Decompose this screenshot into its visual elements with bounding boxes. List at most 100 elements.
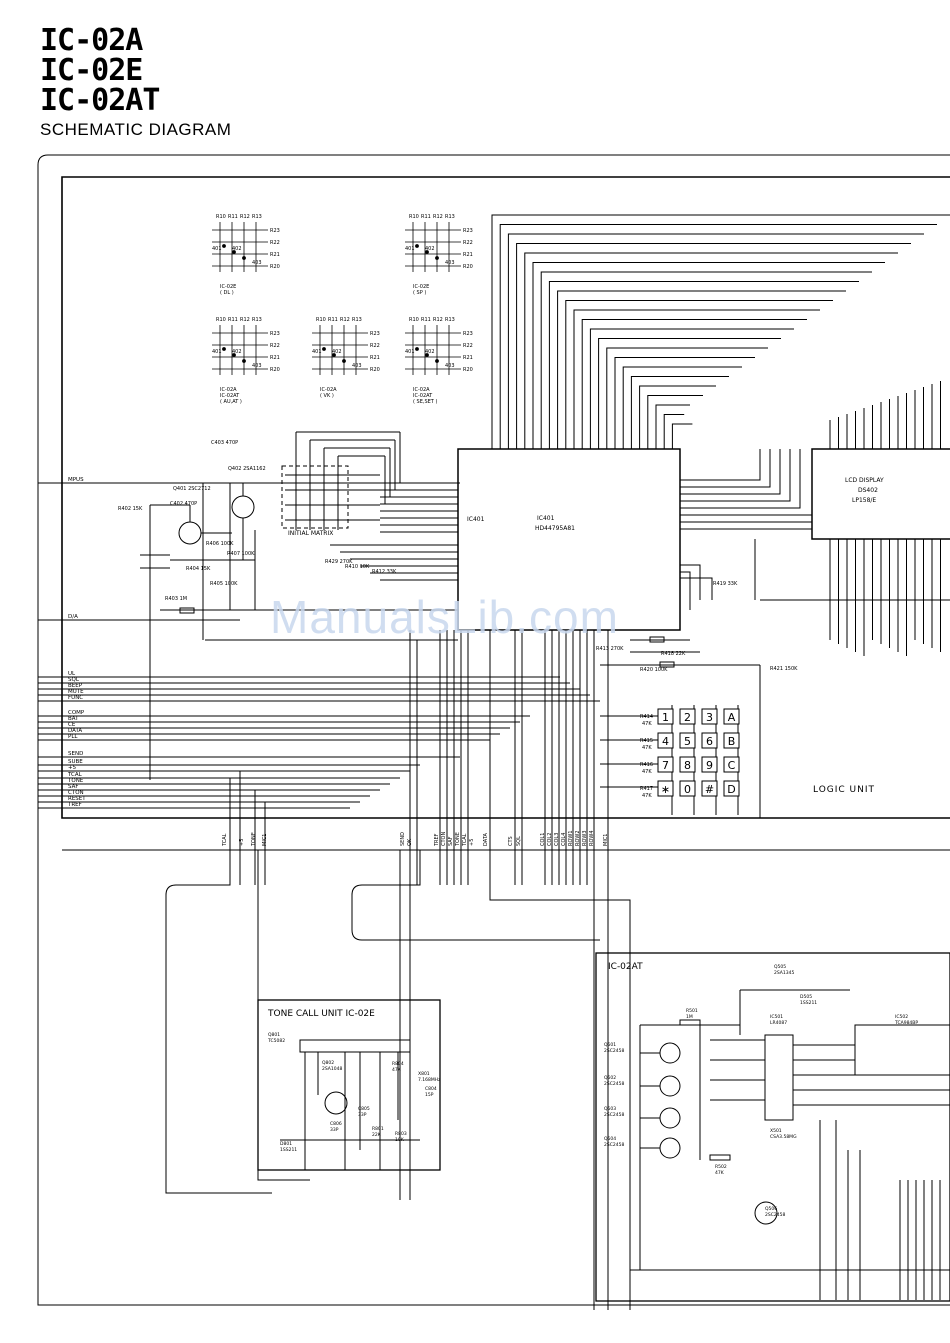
at-part-label: 1M xyxy=(686,1014,693,1020)
matrix-diode-label: 401 xyxy=(212,246,222,252)
bus-label: MIC1 xyxy=(262,834,268,846)
matrix-row-label: R22 xyxy=(370,343,380,349)
key-label: 5 xyxy=(684,735,691,748)
lcd-bottom-pins xyxy=(829,539,941,656)
signal-label-ul: UL xyxy=(68,671,76,677)
bus-label: ROW4 xyxy=(589,830,595,846)
signal-label-beep: BEEP xyxy=(68,683,83,689)
key-label: # xyxy=(705,783,714,796)
key-0 xyxy=(657,708,674,725)
matrix-variant: IC-02A xyxy=(413,387,430,393)
tone-part-label: 15P xyxy=(425,1092,434,1098)
keypad-resistor-ref: R417 xyxy=(640,786,653,792)
signal-label-comp: COMP xyxy=(68,710,85,716)
bus-trace xyxy=(663,414,685,449)
key-9 xyxy=(679,756,696,773)
key-label: 6 xyxy=(706,735,713,748)
matrix-row-label: R20 xyxy=(463,264,473,270)
outer-frame xyxy=(37,154,950,1306)
matrix-diode xyxy=(342,359,346,363)
lcd-part: LP158/E xyxy=(852,497,876,504)
bus-trace xyxy=(630,376,729,449)
bus-label: ROW2 xyxy=(575,830,581,846)
ic02at-unit-title: IC-02AT xyxy=(608,962,643,972)
signal-label-func: FUNC xyxy=(68,695,83,701)
part-r412: R412 33K xyxy=(372,569,397,575)
keypad-resistor-ref: R414 xyxy=(640,714,653,720)
tone-part-label: R801 xyxy=(372,1126,384,1132)
keypad-resistor-ref: R416 xyxy=(640,762,653,768)
at-part-label: 2SC2458 xyxy=(604,1142,624,1148)
matrix-row-label: R21 xyxy=(370,355,380,361)
bus-trace xyxy=(491,214,950,449)
bus-trace xyxy=(606,347,768,449)
matrix-row-label: R23 xyxy=(463,331,473,337)
signal-label-tcal: TCAL xyxy=(67,772,83,778)
signal-label-cton: CTON xyxy=(68,790,84,796)
model-title-2: IC-02E xyxy=(40,53,143,88)
bus-label: DATA xyxy=(483,833,489,846)
matrix-row-label: R20 xyxy=(370,367,380,373)
signal-label-da: D/A xyxy=(68,614,78,620)
lcd-display-body xyxy=(811,448,950,540)
bus-trace xyxy=(598,338,781,449)
bus-trace xyxy=(655,404,690,449)
matrix-diode xyxy=(435,359,439,363)
matrix-diode xyxy=(222,244,226,248)
ic401-ref: IC401 xyxy=(467,516,485,523)
key-label: 1 xyxy=(662,711,669,724)
at-part-label: 1SS211 xyxy=(800,1000,817,1006)
signal-label-pll: PLL xyxy=(68,734,78,740)
tone-part-label: 2SA1048 xyxy=(322,1066,342,1072)
bus-label: TREF xyxy=(434,833,440,847)
key-10 xyxy=(701,756,718,773)
matrix-col-label: R11 xyxy=(421,317,431,323)
bus-label: SQL xyxy=(516,836,522,846)
matrix-col-label: R12 xyxy=(433,317,443,323)
matrix-col-label: R10 xyxy=(409,214,419,220)
tone-part-label: R803 xyxy=(395,1131,407,1137)
at-part-label: 2SC2458 xyxy=(604,1081,624,1087)
key-label: 4 xyxy=(662,735,669,748)
bus-label: TCAL xyxy=(222,833,228,847)
initial-matrix-grid xyxy=(285,431,401,530)
matrix-variant: IC-02AT xyxy=(220,393,240,399)
key-label: 3 xyxy=(706,711,713,724)
matrix-option: ( AU,AT ) xyxy=(220,399,242,405)
matrix-diode-label: 401 xyxy=(312,349,322,355)
ic401-top-bus xyxy=(491,214,950,449)
tone-call-unit-box xyxy=(257,999,441,1171)
key-label: 8 xyxy=(684,759,691,772)
model-title-1: IC-02A xyxy=(40,23,143,58)
tone-part-label: 33P xyxy=(330,1127,339,1133)
at-part-label: Q506 xyxy=(765,1206,777,1212)
at-part-label: D505 xyxy=(800,994,812,1000)
signal-label-send: SEND xyxy=(68,751,83,757)
bus-trace xyxy=(622,366,742,449)
matrix-diode-label: 403 xyxy=(445,363,455,369)
matrix-diode-label: 403 xyxy=(252,260,262,266)
model-title-3: IC-02AT xyxy=(40,83,160,118)
tone-part-label: C804 xyxy=(425,1086,437,1092)
bus-trace xyxy=(548,281,859,449)
bus-trace xyxy=(589,328,794,449)
bus-trace xyxy=(557,290,846,449)
tone-part-label: C806 xyxy=(330,1121,342,1127)
matrix-col-label: R13 xyxy=(445,214,455,220)
matrix-diode-label: 402 xyxy=(232,246,242,252)
at-part-label: IC501 xyxy=(770,1014,783,1020)
bus-label: +5 xyxy=(239,839,245,846)
ic401-body xyxy=(457,448,681,631)
matrix-diode xyxy=(232,250,236,254)
part-r404: R404 15K xyxy=(186,566,211,572)
bus-label: COL4 xyxy=(561,833,567,846)
key-3 xyxy=(723,708,740,725)
left-signal-rails xyxy=(38,482,62,809)
matrix-col-label: R10 xyxy=(409,317,419,323)
bus-label: TCAL xyxy=(462,833,468,847)
at-part-label: IC502 xyxy=(895,1014,908,1020)
matrix-col-label: R11 xyxy=(421,214,431,220)
key-8 xyxy=(657,756,674,773)
